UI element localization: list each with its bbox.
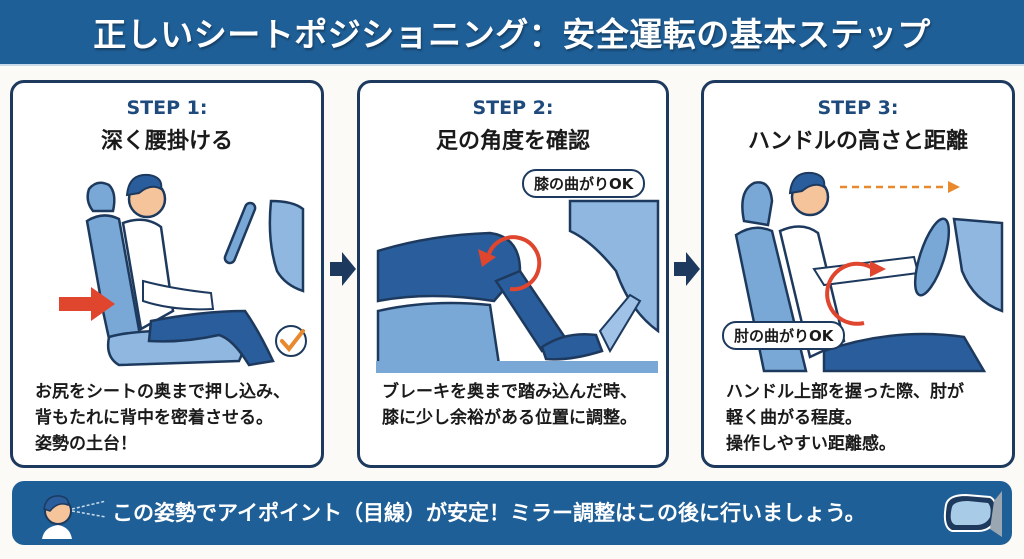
step-description: お尻をシートの奥まで押し込み、 背もたれに背中を密着させる。 姿勢の土台！ <box>35 382 290 454</box>
footer-message: この姿勢でアイポイント（目線）が安定！ミラー調整はこの後に行いましょう。 <box>112 501 866 525</box>
step-card-1: STEP 1: 深く腰掛ける お尻をシートの奥まで押し込み、 背もたれに背中を密… <box>10 80 324 468</box>
step-title: ハンドルの高さと距離 <box>747 129 968 154</box>
step-description: ブレーキを奥まで踏み込んだ時、 膝に少し余裕がある位置に調整。 <box>382 382 637 428</box>
steering-reach-illustration <box>734 171 1004 373</box>
rotate-arrow-icon <box>478 235 542 292</box>
footer-banner: この姿勢でアイポイント（目線）が安定！ミラー調整はこの後に行いましょう。 <box>12 481 1012 545</box>
step-card-3: STEP 3: ハンドルの高さと距離 肘の曲がりOK ハンドル上部を握った際、肘… <box>701 80 1015 468</box>
step-label: STEP 3: <box>817 97 899 119</box>
page-title: 正しいシートポジショニング：安全運転の基本ステップ <box>93 15 931 54</box>
seated-driver-illustration <box>59 173 307 367</box>
step-description: ハンドル上部を握った際、肘が 軽く曲がる程度。 操作しやすい距離感。 <box>726 382 964 454</box>
page-header: 正しいシートポジショニング：安全運転の基本ステップ <box>0 0 1024 66</box>
next-arrow-icon <box>674 252 700 286</box>
step-title: 足の角度を確認 <box>435 129 590 154</box>
step-label: STEP 2: <box>472 97 554 119</box>
next-arrow-icon <box>330 252 356 286</box>
elbow-ok-bubble: 肘の曲がりOK <box>722 321 846 350</box>
dashed-arrow-icon <box>840 181 960 193</box>
step-card-2: STEP 2: 足の角度を確認 膝の曲がりOK ブレーキを奥まで踏み込んだ時、 … <box>357 80 669 468</box>
push-arrow-icon <box>59 287 115 321</box>
leg-pedal-illustration <box>376 199 660 373</box>
step-label: STEP 1: <box>126 97 208 119</box>
checkmark-icon <box>275 325 307 357</box>
rotate-arrow-icon <box>825 261 886 326</box>
side-mirror-icon <box>943 491 1002 537</box>
knee-ok-bubble: 膝の曲がりOK <box>522 169 646 198</box>
step-title: 深く腰掛ける <box>100 129 233 154</box>
eye-line-person-icon <box>42 495 107 539</box>
